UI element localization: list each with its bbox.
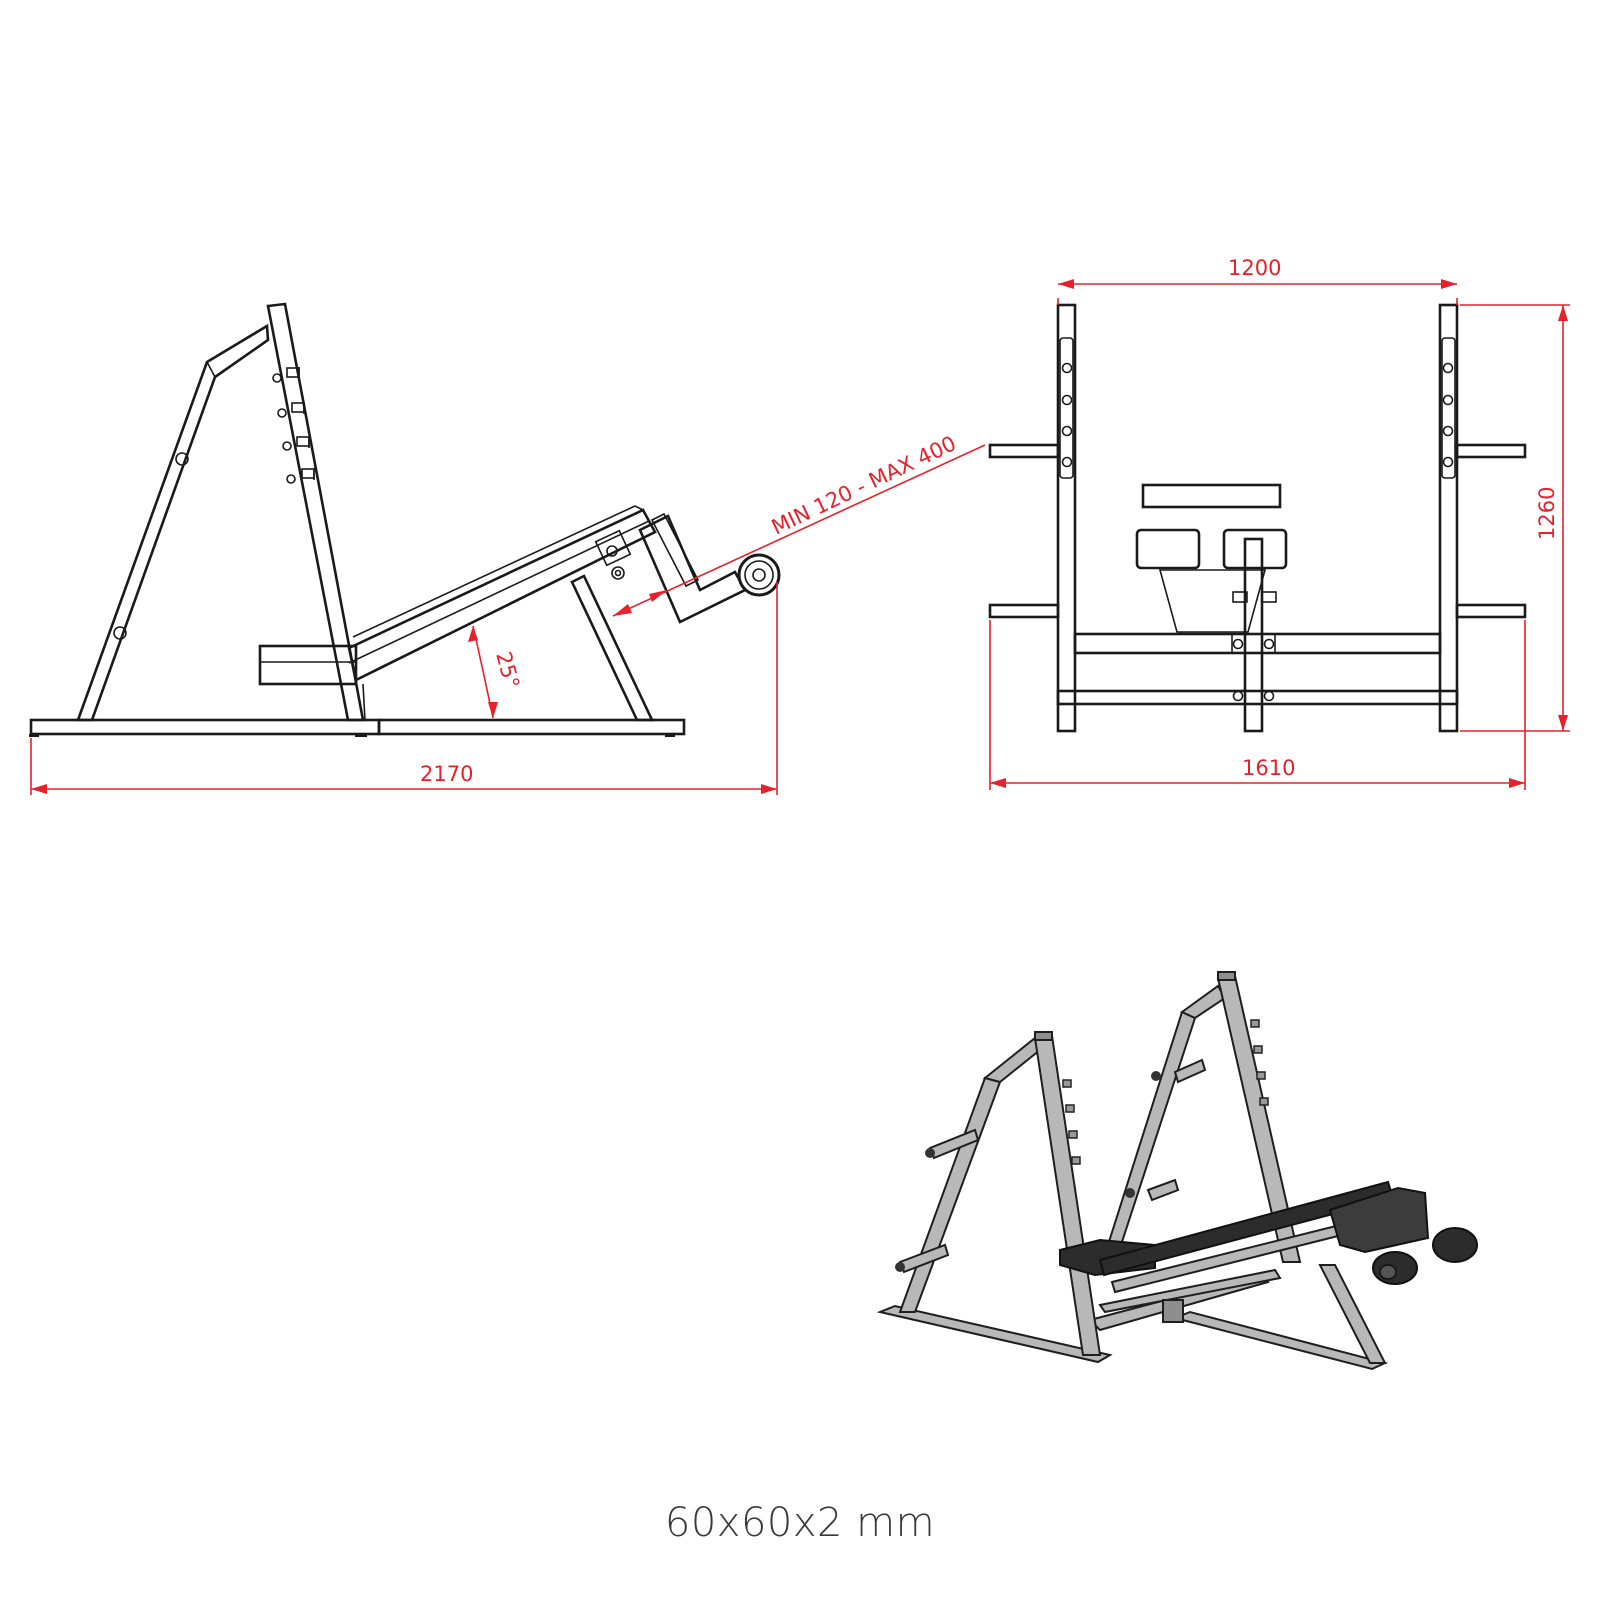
height-label: 1260 (1535, 487, 1559, 540)
length-label: 2170 (420, 762, 473, 786)
rear-leg (76, 323, 270, 722)
width-dimension-1200: 1200 (1057, 256, 1458, 305)
base-rail-right (377, 718, 686, 736)
overall-width-label: 1610 (1242, 756, 1295, 780)
iso-base-left (876, 1304, 1113, 1364)
seat-block (258, 644, 358, 686)
adjustment-label: MIN 120 - MAX 400 (768, 431, 960, 539)
backrest-frame (347, 508, 657, 682)
iso-roller-back (1432, 1227, 1478, 1263)
j-hooks (272, 367, 315, 484)
right-upright (1438, 303, 1459, 733)
roller-right (1222, 528, 1288, 570)
length-dimension: 2170 (30, 582, 778, 795)
peg-top-right (1455, 443, 1527, 459)
front-leg (570, 574, 655, 722)
crossbar-lower (1056, 689, 1459, 706)
isometric-view (876, 971, 1478, 1371)
angle-label: 25° (491, 649, 524, 691)
tube-spec-caption: 60x60x2 mm (664, 1500, 936, 1546)
leg-holder-arm (638, 514, 747, 624)
upright-width-label: 1200 (1228, 256, 1281, 280)
peg-bottom-right (1455, 603, 1527, 619)
crossbar-upper (1073, 632, 1442, 655)
height-dimension: 1260 (1460, 304, 1570, 732)
width-dimension-1610: 1610 (989, 620, 1526, 790)
side-view: MIN 120 - MAX 400 25° 2170 (29, 302, 986, 795)
main-upright (266, 302, 365, 722)
backrest-top (1141, 483, 1282, 509)
peg-bottom-left (988, 603, 1060, 619)
upright-holes (1061, 362, 1454, 468)
roller-left (1135, 528, 1201, 570)
left-upright (1056, 303, 1077, 733)
front-view: 1200 1260 1610 (988, 256, 1570, 790)
iso-leg-pad (1328, 1186, 1430, 1254)
angle-dimension: 25° (468, 625, 524, 719)
base-rail-left (29, 718, 381, 736)
peg-top-left (988, 443, 1060, 459)
